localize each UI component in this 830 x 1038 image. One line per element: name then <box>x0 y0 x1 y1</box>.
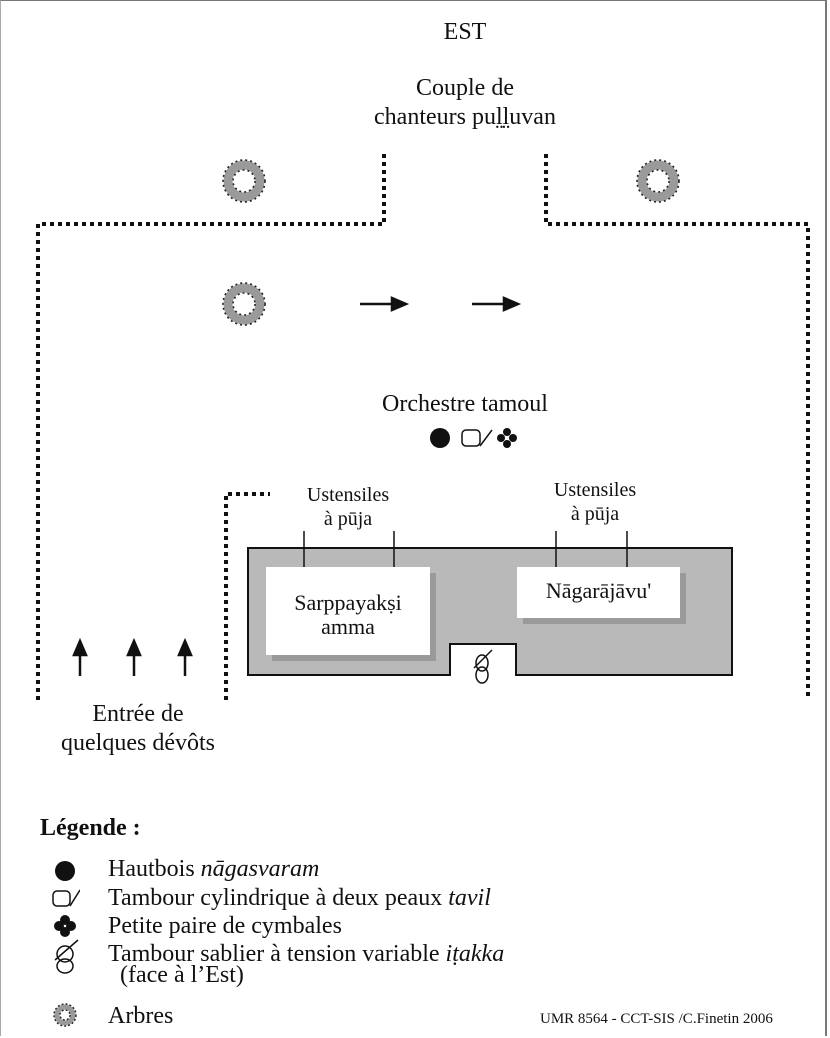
tree-icon <box>222 159 266 203</box>
legend-item: Tambour cylindrique à deux peaux tavil <box>108 885 491 911</box>
entrance-label: Entrée de quelques dévôts <box>61 701 215 756</box>
filled-circle-icon <box>55 861 75 881</box>
entrance-arrow <box>177 637 193 676</box>
orchestra-label: Orchestre tamoul <box>382 391 548 417</box>
utensils-right-label: Ustensiles à pūja <box>553 479 637 525</box>
legend-item: Petite paire de cymbales <box>108 913 342 939</box>
filled-circle-icon <box>430 428 450 448</box>
tree-icon <box>636 159 680 203</box>
utensil-markers <box>303 531 628 568</box>
hourglass-drum-icon <box>473 649 493 684</box>
legend-item: Hautbois nāgasvaram <box>108 856 320 882</box>
cylindrical-drum-icon <box>461 429 493 447</box>
credit-line: UMR 8564 - CCT-SIS /C.Finetin 2006 <box>540 1011 773 1027</box>
shrine-right: Nāgarājāvu' <box>517 567 680 618</box>
tree-icon <box>222 282 266 326</box>
enclosure-outline <box>36 154 810 700</box>
shrine-left: Sarppayakṣi amma <box>266 567 430 655</box>
legend-item: Arbres <box>108 1003 174 1029</box>
cylindrical-drum-icon <box>52 889 80 907</box>
procession-arrow <box>360 296 410 312</box>
procession-arrow <box>472 296 522 312</box>
entrance-arrow <box>126 637 142 676</box>
singers-label: Couple de chanteurs pul̤l̤uvan <box>374 75 556 130</box>
tree-icon <box>53 1003 77 1027</box>
legend-note: (face à l’Est) <box>120 962 244 988</box>
utensils-left-label: Ustensiles à pūja <box>306 484 390 530</box>
legend-title: Légende : <box>40 815 141 841</box>
cymbals-icon <box>497 428 517 448</box>
hourglass-drum-icon <box>54 939 79 974</box>
cymbals-icon <box>54 915 76 937</box>
entrance-arrow <box>72 637 88 676</box>
east-label: EST <box>443 19 487 45</box>
legend-item: Tambour sablier à tension variable iṭakk… <box>108 941 505 967</box>
shrine-left-label: Sarppayakṣi amma <box>294 590 402 639</box>
shrine-right-label: Nāgarājāvu' <box>545 578 652 603</box>
